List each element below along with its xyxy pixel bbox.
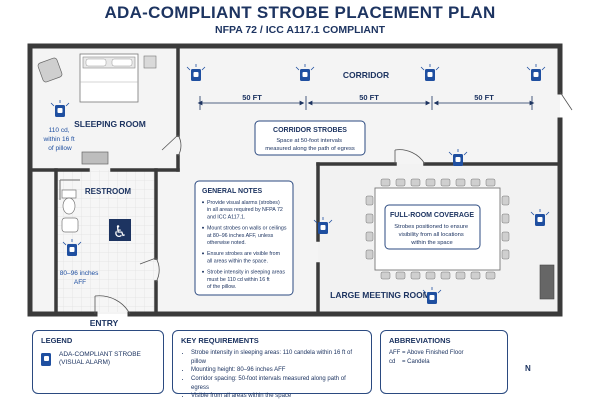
room-label-corridor: CORRIDOR xyxy=(343,70,389,80)
abbreviation-item: AFF = Above Finished Floor xyxy=(389,350,464,356)
strobe-icon xyxy=(448,149,468,166)
strobe-icon xyxy=(295,64,315,81)
chair xyxy=(501,195,510,206)
legend-item-strobe: ADA-COMPLIANT STROBE (VISUAL ALARM) xyxy=(41,351,155,368)
general-note-line: must be 110 cd within 16 ft xyxy=(207,277,270,283)
armchair xyxy=(37,57,63,83)
chair xyxy=(440,271,451,280)
general-note-line: Strobe intensity in sleeping areas xyxy=(207,270,285,276)
legend-panel: LEGEND ADA-COMPLIANT STROBE (VISUAL ALAR… xyxy=(32,330,164,394)
chair xyxy=(395,178,406,187)
abbreviation-item: cd = Candela xyxy=(389,359,430,365)
legend-item-label: ADA-COMPLIANT STROBE (VISUAL ALARM) xyxy=(59,351,141,367)
chair xyxy=(485,271,496,280)
room-label-restroom: RESTROOM xyxy=(85,187,132,196)
general-note-line: all areas within the space. xyxy=(207,258,268,264)
room-label-meeting: LARGE MEETING ROOM xyxy=(330,290,430,300)
chair xyxy=(425,271,436,280)
chair xyxy=(455,178,466,187)
chair xyxy=(365,195,374,206)
chair xyxy=(380,178,391,187)
compass-label: N xyxy=(525,364,531,373)
svg-text:GENERAL NOTES: GENERAL NOTES xyxy=(202,188,262,195)
strobe-icon xyxy=(530,209,550,226)
page-title: ADA-COMPLIANT STROBE PLACEMENT PLAN xyxy=(104,3,496,22)
presentation-stand xyxy=(539,264,555,300)
sink xyxy=(61,217,79,233)
chair xyxy=(501,249,510,260)
requirement-item: Mounting height: 80–96 inches AFF xyxy=(191,366,363,375)
chair xyxy=(410,178,421,187)
requirement-item: Visible from all areas within the space xyxy=(191,392,363,401)
general-note-line: at 80–96 inches AFF, unless xyxy=(207,233,274,239)
door-swing-sleeping xyxy=(161,134,182,157)
general-note-line: Mount strobes on walls or ceilings xyxy=(207,226,287,232)
legend-title: LEGEND xyxy=(41,336,73,345)
chair xyxy=(380,271,391,280)
sleeping-strobe-note: 110 cd, within 16 ft of pillow xyxy=(43,127,77,152)
page-subtitle: NFPA 72 / ICC A117.1 COMPLIANT xyxy=(215,24,385,36)
general-note-line: of the pillow. xyxy=(207,284,236,290)
chair xyxy=(470,178,481,187)
chair xyxy=(470,271,481,280)
svg-text:FULL-ROOM COVERAGE: FULL-ROOM COVERAGE xyxy=(390,212,474,219)
general-note-line: otherwise noted. xyxy=(207,240,246,246)
callout-corridor-strobes: CORRIDOR STROBES Space at 50-foot interv… xyxy=(254,120,366,156)
callout-general-notes: GENERAL NOTES Provide visual alarms (str… xyxy=(194,180,294,296)
chair xyxy=(501,231,510,242)
conference-chairs xyxy=(365,178,510,280)
dresser xyxy=(81,151,109,165)
chair xyxy=(440,178,451,187)
bed xyxy=(79,53,139,103)
callout-full-room-coverage: FULL-ROOM COVERAGE Strobes positioned to… xyxy=(384,204,481,250)
requirement-item: Strobe intensity in sleeping areas: 110 … xyxy=(191,349,363,366)
door-swing-restroom xyxy=(139,257,160,283)
chair xyxy=(365,249,374,260)
dimension-label-1: 50 FT xyxy=(242,93,262,102)
strobe-icon xyxy=(41,352,51,366)
nightstand xyxy=(143,55,157,69)
strobe-icon xyxy=(313,217,333,234)
strobe-icon xyxy=(50,100,70,117)
strobe-icon xyxy=(186,64,206,81)
chair xyxy=(425,178,436,187)
general-note-line: Provide visual alarms (strobes) xyxy=(207,200,280,206)
strobe-icon xyxy=(526,64,546,81)
strobe-icon xyxy=(420,64,440,81)
strobe-icon xyxy=(62,239,82,256)
key-requirements-title: KEY REQUIREMENTS xyxy=(181,336,259,345)
door-swing-entry xyxy=(94,295,131,315)
restroom-strobe-note: 80–96 inches AFF xyxy=(60,270,100,286)
chair xyxy=(395,271,406,280)
general-note-line: in all areas required by NFPA 72 xyxy=(207,207,283,213)
chair xyxy=(501,213,510,224)
svg-text:CORRIDOR STROBES: CORRIDOR STROBES xyxy=(273,127,347,134)
chair xyxy=(455,271,466,280)
chair xyxy=(365,213,374,224)
general-note-line: Ensure strobes are visible from xyxy=(207,251,281,257)
room-label-entry: ENTRY xyxy=(90,318,119,328)
svg-text:♿: ♿ xyxy=(113,222,127,241)
room-label-sleeping: SLEEPING ROOM xyxy=(74,119,146,129)
floor-plan: ♿ 50 FT 50 FT 50 FT CORRIDOR SLEEPING RO… xyxy=(27,43,573,328)
grab-bar xyxy=(59,179,80,200)
dimension-label-2: 50 FT xyxy=(359,93,379,102)
chair xyxy=(485,178,496,187)
general-note-line: and ICC A117.1. xyxy=(207,214,245,220)
strobe-icon xyxy=(422,287,442,304)
door-swing-corridor-end xyxy=(559,91,573,111)
chair xyxy=(365,231,374,242)
svg-text:Strobes positioned to ensure: Strobes positioned to ensure visibility … xyxy=(394,224,469,246)
toilet xyxy=(61,189,77,215)
accessibility-icon: ♿ xyxy=(109,219,131,241)
chair xyxy=(410,271,421,280)
abbreviations-panel: ABBREVIATIONS AFF = Above Finished Floor… xyxy=(380,330,508,394)
key-requirements-list: Strobe intensity in sleeping areas: 110 … xyxy=(181,349,363,401)
svg-text:Space at 50-foot intervals: Space at 50-foot intervals measured alon… xyxy=(265,138,355,152)
requirement-item: Corridor spacing: 50-foot intervals meas… xyxy=(191,375,363,392)
door-swing-meeting xyxy=(394,149,426,165)
key-requirements-panel: KEY REQUIREMENTS Strobe intensity in sle… xyxy=(172,330,372,399)
abbreviations-title: ABBREVIATIONS xyxy=(389,336,451,345)
dimension-label-3: 50 FT xyxy=(474,93,494,102)
